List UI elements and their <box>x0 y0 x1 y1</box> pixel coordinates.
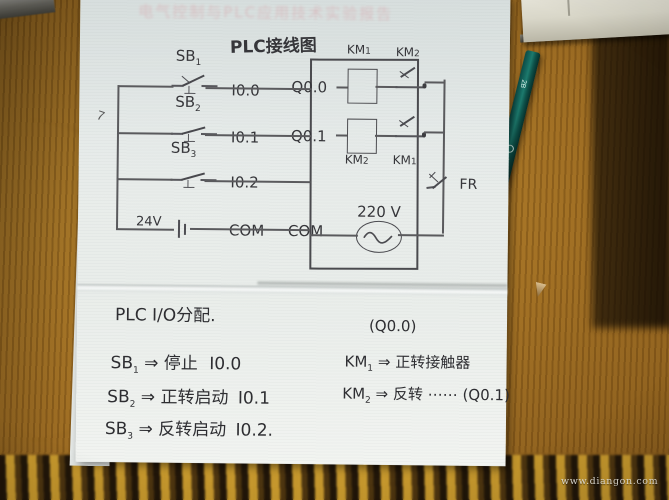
km2-interlock-name: KM <box>395 45 415 60</box>
plc-terminal-com-output: COM <box>287 221 324 241</box>
ac-supply-symbol <box>355 220 403 254</box>
printed-report-header: 电气控制与PLC应用技术实验报告 <box>138 2 394 24</box>
km2-coil-label: KM2 <box>345 153 369 167</box>
note-row-km1: KM1 ⇒ 正转接触器 <box>344 351 471 375</box>
note-km2-function: 反转 ⋯⋯ <box>392 385 458 404</box>
note-sb3-arrow: ⇒ <box>138 419 153 440</box>
km2-coil-symbol <box>346 118 378 154</box>
km1-coil-label: KM1 <box>347 43 371 57</box>
sb1-name: SB <box>175 46 196 65</box>
plc-terminal-i0-0: I0.0 <box>231 81 260 100</box>
note-km2-address: (Q0.1) <box>462 385 510 405</box>
km2-interlock-index: 2 <box>414 49 420 60</box>
note-sb3-address: I0.2. <box>235 420 274 441</box>
ac-supply-label: 220 V <box>357 202 401 222</box>
note-row-km2: KM2 ⇒ 反转 ⋯⋯ (Q0.1) <box>342 383 510 408</box>
notes-heading: PLC I/O分配. <box>114 305 216 327</box>
note-km1-function: 正转接触器 <box>395 353 471 372</box>
note-row-sb3: SB3 ⇒ 反转启动 I0.2. <box>105 414 273 443</box>
note-sb2-index: 2 <box>129 399 136 410</box>
sb1-index: 1 <box>195 57 202 69</box>
km1-row-to-bus <box>424 81 446 84</box>
km1-interlock-index: 1 <box>410 157 417 168</box>
km1-coil-index: 1 <box>365 46 371 57</box>
note-sb2-function: 正转启动 <box>160 387 229 409</box>
sb3-index: 3 <box>190 149 197 160</box>
km2-coil-index: 2 <box>362 156 369 167</box>
note-sb1-arrow: ⇒ <box>144 353 159 374</box>
ac-sine-icon <box>363 231 393 244</box>
plc-terminal-i0-2: I0.2 <box>230 173 259 192</box>
note-km2-device: KM <box>342 384 366 403</box>
note-sb2-address: I0.1 <box>237 388 271 409</box>
sb1-label: SB1 <box>176 47 202 68</box>
note-km1-arrow: ⇒ <box>377 352 391 372</box>
km2-to-interlock-wire <box>374 134 397 137</box>
note-row-sb2: SB2 ⇒ 正转启动 I0.1 <box>107 382 270 411</box>
km1-to-interlock-wire <box>375 85 398 88</box>
diagram-title: PLC接线图 <box>229 35 318 58</box>
km2-coil-name: KM <box>344 152 364 167</box>
km1-coil-name: KM <box>346 42 366 57</box>
plc-terminal-i0-1: I0.1 <box>230 128 260 147</box>
sb2-index: 2 <box>195 103 201 115</box>
note-km1-index: 1 <box>367 363 374 374</box>
note-sb1-function: 停止 <box>163 353 198 375</box>
plc-terminal-com-input: COM <box>228 221 265 240</box>
dc-supply-label: 24V <box>135 214 162 230</box>
note-sb3-function: 反转启动 <box>158 419 227 441</box>
printed-photo-container <box>0 360 50 485</box>
note-km1-device: KM <box>344 352 368 371</box>
sb2-label: SB2 <box>175 93 201 114</box>
note-km2-index: 2 <box>364 395 371 406</box>
note-sb2-device: SB <box>107 387 130 408</box>
note-sb2-arrow: ⇒ <box>140 387 156 408</box>
note-sb1-index: 1 <box>132 365 139 376</box>
km2-row-to-bus <box>424 131 446 134</box>
pencil-grade-label: 2B <box>518 78 528 89</box>
sb2-pushbutton-symbol <box>170 117 217 143</box>
note-sb3-index: 3 <box>127 431 134 442</box>
km1-interlock-label: KM1 <box>393 153 417 167</box>
watermark-text: www.diangon.com <box>561 476 659 487</box>
km1-coil-symbol <box>347 68 378 104</box>
thermal-relay-label: FR <box>459 176 478 193</box>
km1-interlock-name: KM <box>392 153 412 168</box>
notes-output-header: (Q0.0) <box>368 316 417 336</box>
note-row-sb1: SB1 ⇒ 停止 I0.0 <box>110 348 241 377</box>
sb3-label: SB3 <box>171 139 197 160</box>
desk-shadow-right <box>592 28 669 328</box>
km2-nc-contact-symbol <box>395 66 427 95</box>
sb3-pushbutton-symbol <box>170 163 217 189</box>
sb2-name: SB <box>175 92 196 111</box>
thermal-relay-contact-symbol <box>426 171 452 199</box>
sb3-name: SB <box>170 138 191 157</box>
paper-sheet[interactable]: 电气控制与PLC应用技术实验报告 PLC接线图 I0.0 I0.1 I0.2 C… <box>75 0 511 467</box>
note-sb1-device: SB <box>110 353 134 374</box>
note-km2-arrow: ⇒ <box>375 384 389 404</box>
note-sb3-device: SB <box>104 419 128 440</box>
note-sb1-address: I0.0 <box>209 354 242 375</box>
km1-nc-contact-symbol <box>394 115 427 144</box>
dc-supply-symbol <box>175 219 191 238</box>
km2-interlock-label: KM2 <box>396 45 420 59</box>
